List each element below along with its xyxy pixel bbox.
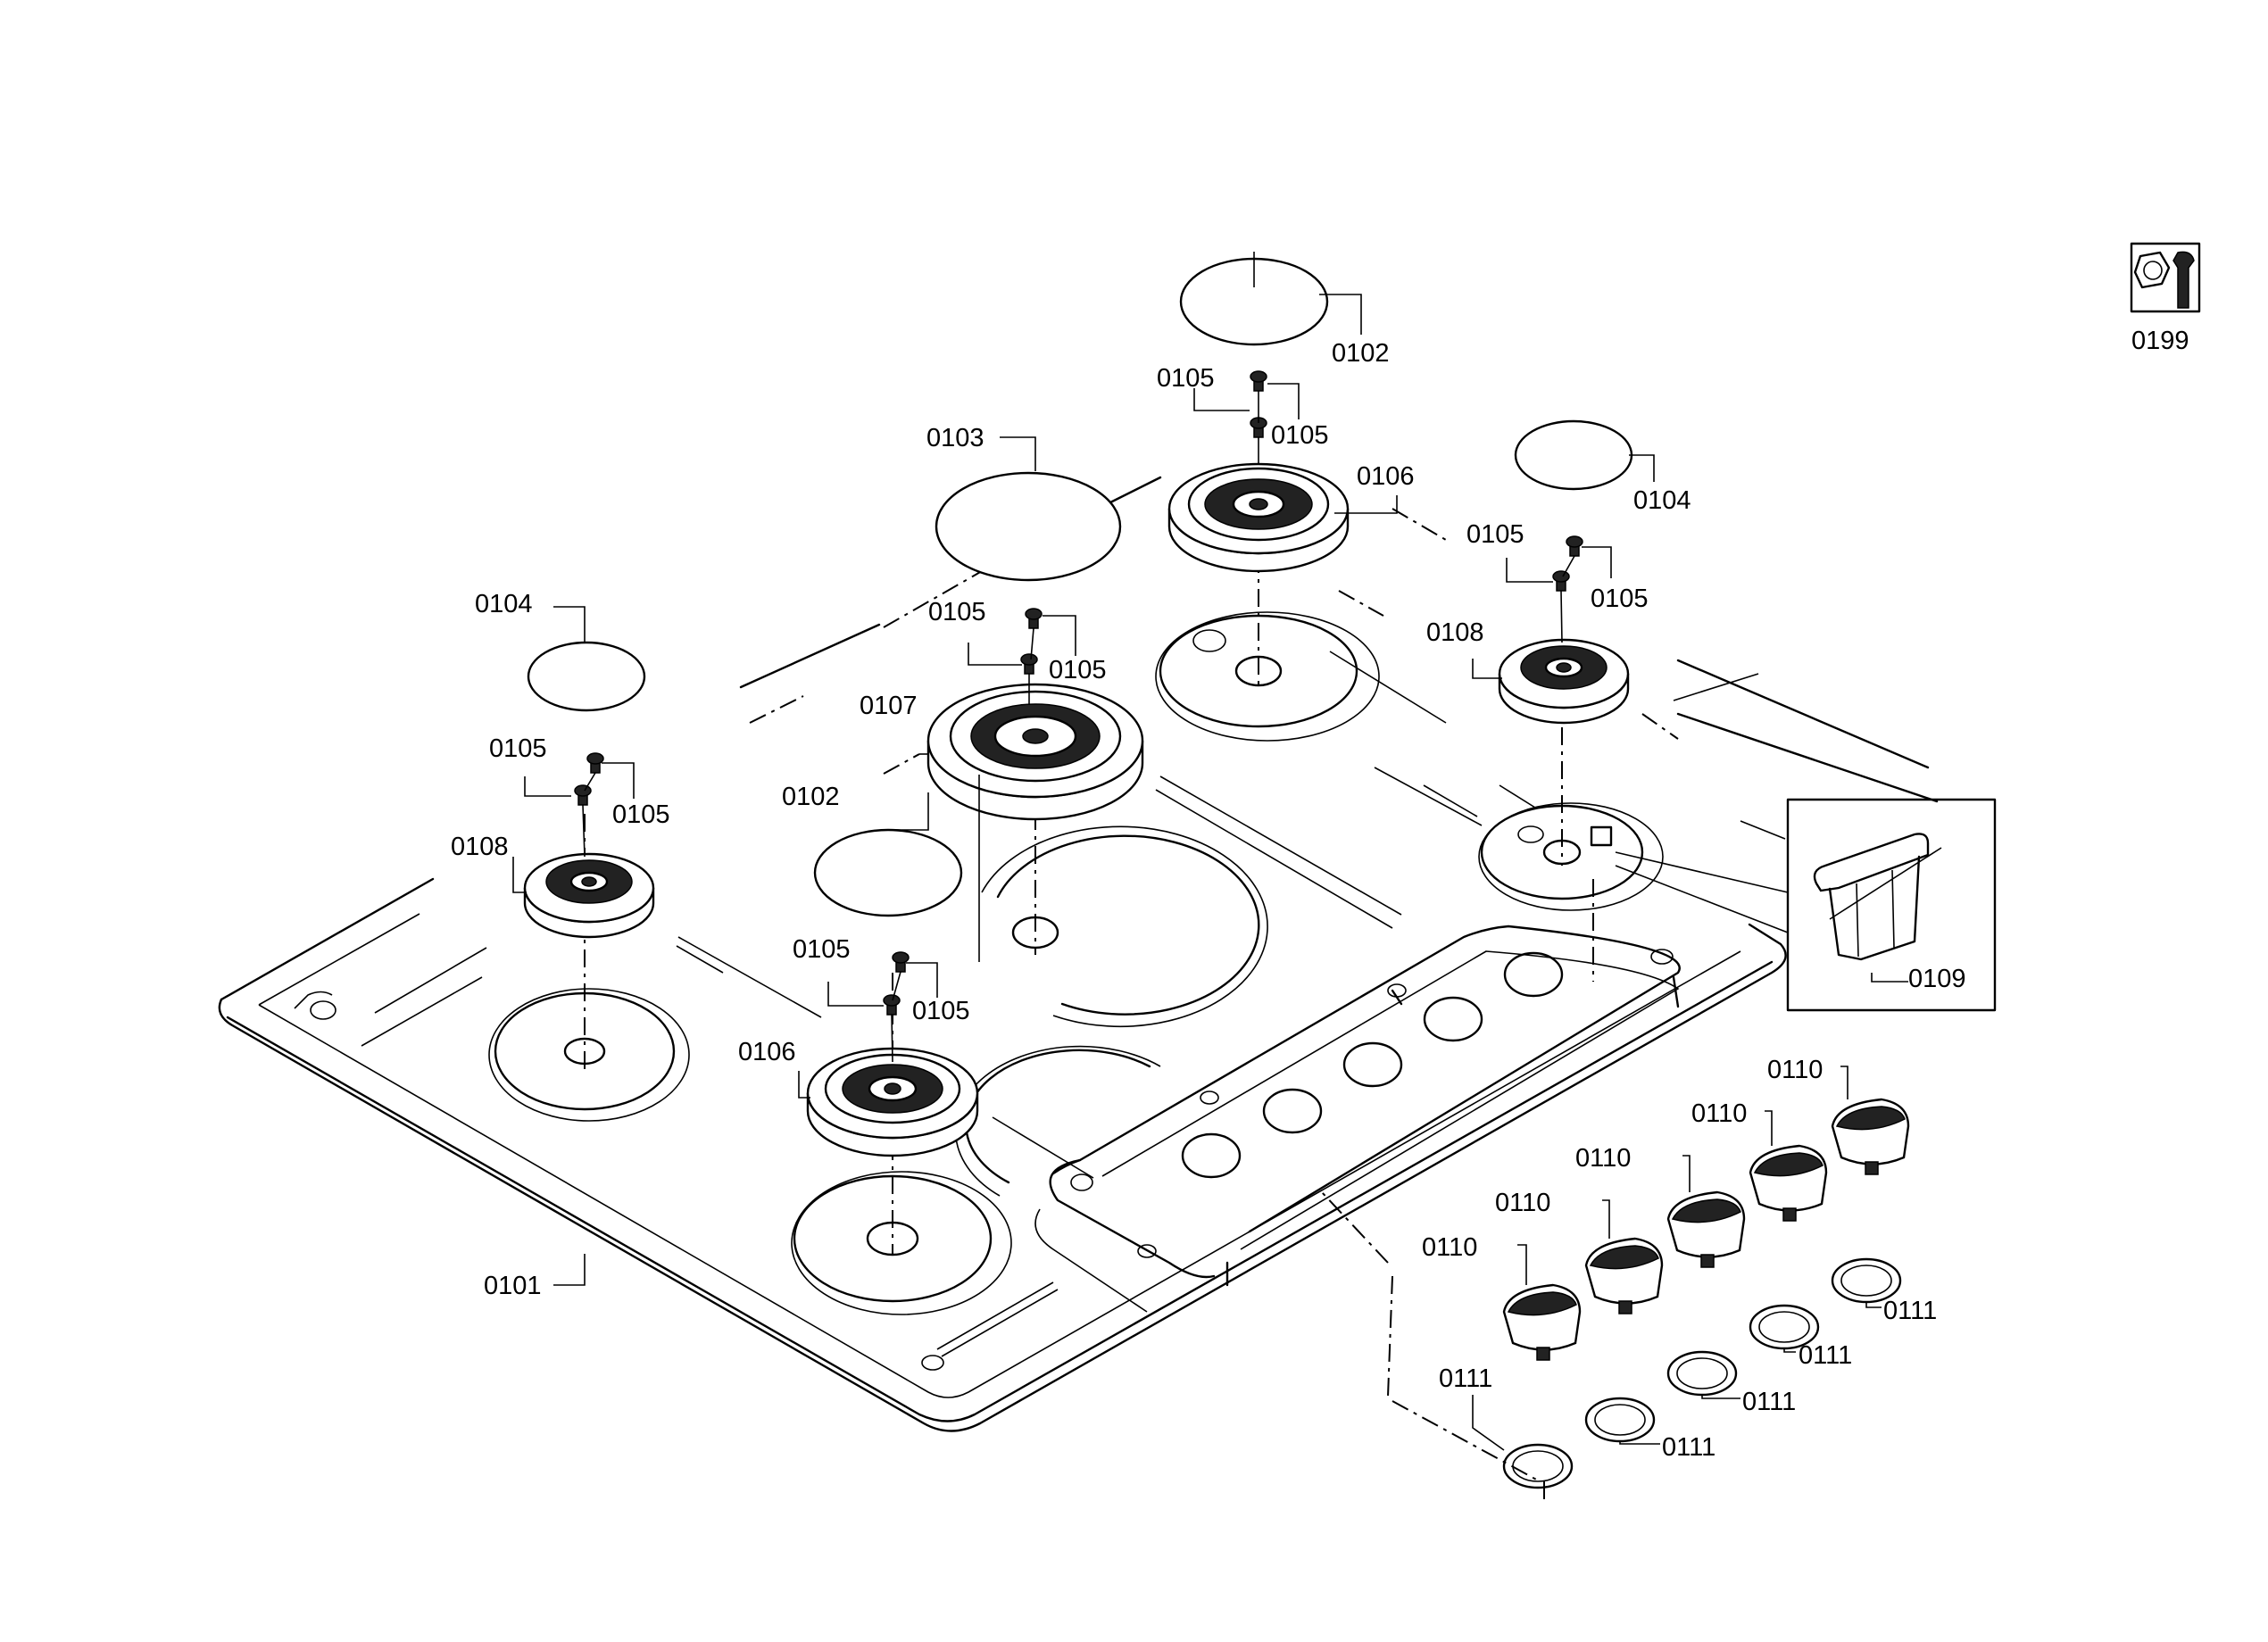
burner-cap-0103 bbox=[935, 471, 1122, 582]
label-0105: 0105 bbox=[928, 598, 986, 626]
label-0111: 0111 bbox=[1883, 1297, 1937, 1325]
label-0106: 0106 bbox=[738, 1038, 796, 1066]
label-0110: 0110 bbox=[1575, 1144, 1631, 1173]
label-0110: 0110 bbox=[1422, 1233, 1477, 1262]
label-0105: 0105 bbox=[793, 935, 851, 964]
knob-1 bbox=[1502, 1283, 1582, 1361]
label-0104: 0104 bbox=[475, 590, 533, 618]
label-0110: 0110 bbox=[1767, 1056, 1823, 1084]
label-0111: 0111 bbox=[1662, 1433, 1716, 1462]
burner-head-0106-top bbox=[1167, 462, 1350, 573]
burner-head-0108-left bbox=[523, 852, 655, 939]
label-0103: 0103 bbox=[926, 424, 984, 452]
label-0105: 0105 bbox=[912, 997, 970, 1025]
label-0105: 0105 bbox=[1591, 585, 1649, 613]
label-0105: 0105 bbox=[612, 800, 670, 829]
screw bbox=[1552, 570, 1570, 592]
label-0106: 0106 bbox=[1357, 462, 1415, 491]
burner-head-0106-bottom bbox=[806, 1047, 979, 1157]
label-0105: 0105 bbox=[1049, 656, 1107, 684]
burner-heads bbox=[523, 462, 1630, 1157]
label-0111: 0111 bbox=[1799, 1341, 1852, 1370]
screw bbox=[1566, 535, 1583, 557]
label-0104: 0104 bbox=[1633, 486, 1691, 515]
cooktop-body bbox=[218, 476, 1942, 1432]
label-0102: 0102 bbox=[1332, 339, 1390, 368]
leader-lines bbox=[512, 252, 1908, 1451]
screw bbox=[883, 994, 901, 1016]
control-knobs bbox=[1502, 1098, 1910, 1361]
label-0107: 0107 bbox=[860, 692, 918, 720]
part-number-labels: 0102 0105 0105 0103 0106 0104 0105 0105 … bbox=[451, 327, 2189, 1462]
detail-inset-0109 bbox=[1590, 798, 1997, 1012]
knob-4 bbox=[1749, 1144, 1828, 1222]
screw bbox=[1025, 608, 1043, 629]
label-0105: 0105 bbox=[489, 734, 547, 763]
burner-cap-0102-mid bbox=[813, 828, 963, 917]
label-0105: 0105 bbox=[1271, 421, 1329, 450]
label-0199: 0199 bbox=[2131, 327, 2189, 355]
screw bbox=[1020, 653, 1038, 675]
wrench-tool-icon bbox=[2130, 242, 2201, 313]
knob-5 bbox=[1831, 1098, 1910, 1175]
burner-caps bbox=[527, 257, 1633, 917]
burner-cap-0104-left bbox=[527, 641, 646, 712]
burner-head-0108-right bbox=[1498, 638, 1630, 725]
burner-cap-0104-right bbox=[1514, 419, 1633, 491]
screw bbox=[574, 784, 592, 806]
label-0110: 0110 bbox=[1691, 1099, 1747, 1128]
knob-3 bbox=[1666, 1190, 1746, 1268]
knob-rings bbox=[1502, 1257, 1902, 1489]
label-0101: 0101 bbox=[484, 1272, 542, 1300]
label-0109: 0109 bbox=[1908, 965, 1966, 993]
label-0102: 0102 bbox=[782, 783, 840, 811]
label-0111: 0111 bbox=[1439, 1364, 1492, 1393]
screws bbox=[574, 370, 1583, 1063]
label-0111: 0111 bbox=[1742, 1388, 1796, 1416]
label-0108: 0108 bbox=[1426, 618, 1484, 647]
screw bbox=[1250, 370, 1267, 392]
screw bbox=[586, 752, 604, 774]
knob-2 bbox=[1584, 1237, 1664, 1314]
label-0105: 0105 bbox=[1466, 520, 1524, 549]
label-0110: 0110 bbox=[1495, 1189, 1550, 1217]
label-0105: 0105 bbox=[1157, 364, 1215, 393]
screw bbox=[892, 951, 910, 973]
label-0108: 0108 bbox=[451, 833, 509, 861]
burner-head-0107 bbox=[926, 683, 1144, 821]
